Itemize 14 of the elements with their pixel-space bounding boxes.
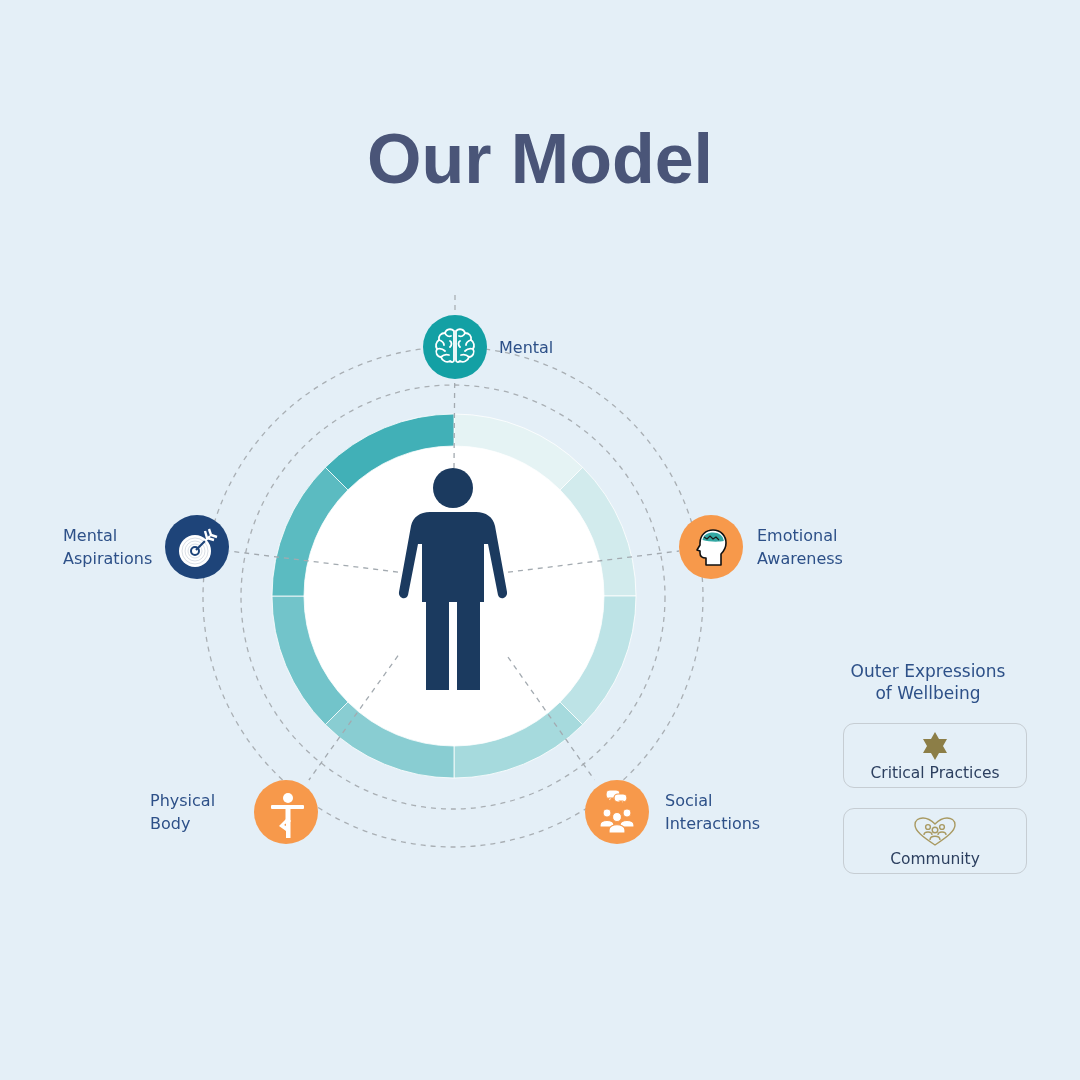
title: Our Model (366, 124, 714, 194)
card-label: Community (890, 849, 980, 869)
node-label: Emotional Awareness (757, 525, 844, 570)
node-label: Mental Aspirations (63, 525, 154, 570)
dashed-connector (507, 550, 680, 573)
panel-heading: Outer Expressions of Wellbeing (849, 660, 1007, 704)
expression-card (843, 723, 1027, 788)
person-silhouette (398, 468, 508, 690)
node-label: Social Interactions (665, 790, 762, 835)
card-label: Critical Practices (870, 763, 1000, 783)
expression-card (843, 808, 1027, 874)
dashed-connector (308, 655, 399, 781)
node-label: Mental (499, 336, 554, 359)
node-label: Physical Body (150, 790, 217, 835)
